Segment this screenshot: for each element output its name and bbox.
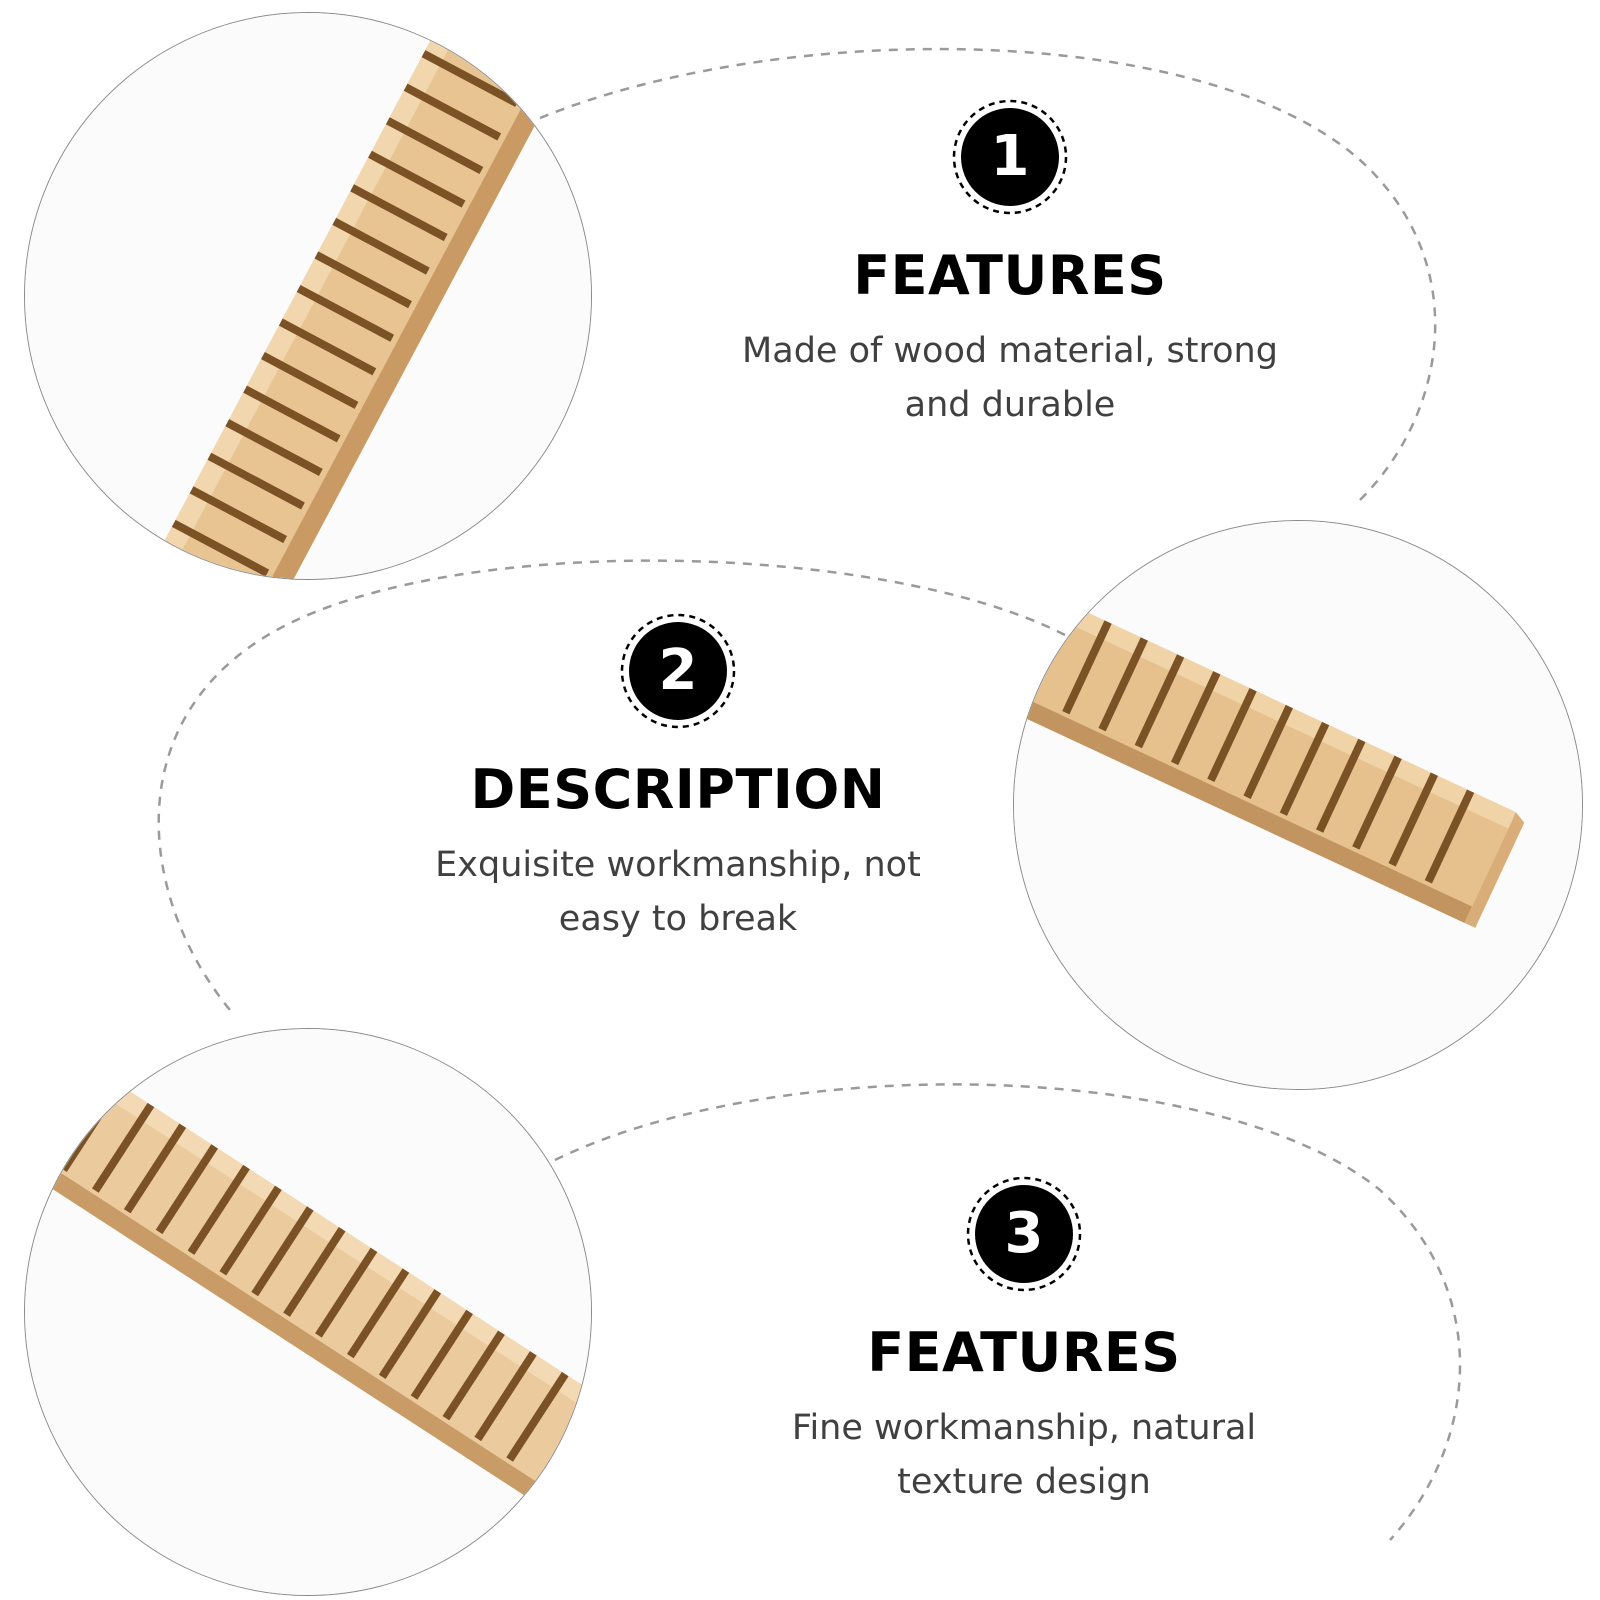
badge-number: 1 bbox=[961, 108, 1059, 206]
description-line: Exquisite workmanship, not bbox=[435, 845, 921, 885]
feature-block-2: 2 DESCRIPTION Exquisite workmanship, not… bbox=[408, 612, 948, 946]
feature-description: Exquisite workmanship, not easy to break bbox=[408, 838, 948, 946]
feature-heading: FEATURES bbox=[853, 244, 1167, 307]
dashed-ring-icon bbox=[966, 1176, 1082, 1292]
description-line: and durable bbox=[904, 385, 1116, 425]
number-badge-2: 2 bbox=[619, 612, 737, 730]
feature-heading: DESCRIPTION bbox=[470, 758, 886, 821]
feature-block-1: 1 FEATURES Made of wood material, strong… bbox=[740, 98, 1280, 432]
feature-block-3: 3 FEATURES Fine workmanship, natural tex… bbox=[754, 1175, 1294, 1509]
description-line: texture design bbox=[897, 1462, 1151, 1502]
dashed-ring-icon bbox=[952, 99, 1068, 215]
description-line: Fine workmanship, natural bbox=[791, 1408, 1257, 1448]
number-badge-1: 1 bbox=[951, 98, 1069, 216]
wood-strip-photo-3 bbox=[24, 1028, 592, 1596]
description-line: Made of wood material, strong bbox=[742, 331, 1278, 371]
dashed-ring-icon bbox=[620, 613, 736, 729]
feature-description: Fine workmanship, natural texture design bbox=[754, 1401, 1294, 1509]
number-badge-3: 3 bbox=[965, 1175, 1083, 1293]
description-line: easy to break bbox=[558, 899, 798, 939]
wood-strip-photo-2 bbox=[1013, 520, 1583, 1090]
feature-description: Made of wood material, strong and durabl… bbox=[740, 324, 1280, 432]
badge-number: 3 bbox=[975, 1185, 1073, 1283]
wood-strip-photo-1 bbox=[24, 12, 592, 580]
badge-number: 2 bbox=[629, 622, 727, 720]
feature-heading: FEATURES bbox=[867, 1321, 1181, 1384]
